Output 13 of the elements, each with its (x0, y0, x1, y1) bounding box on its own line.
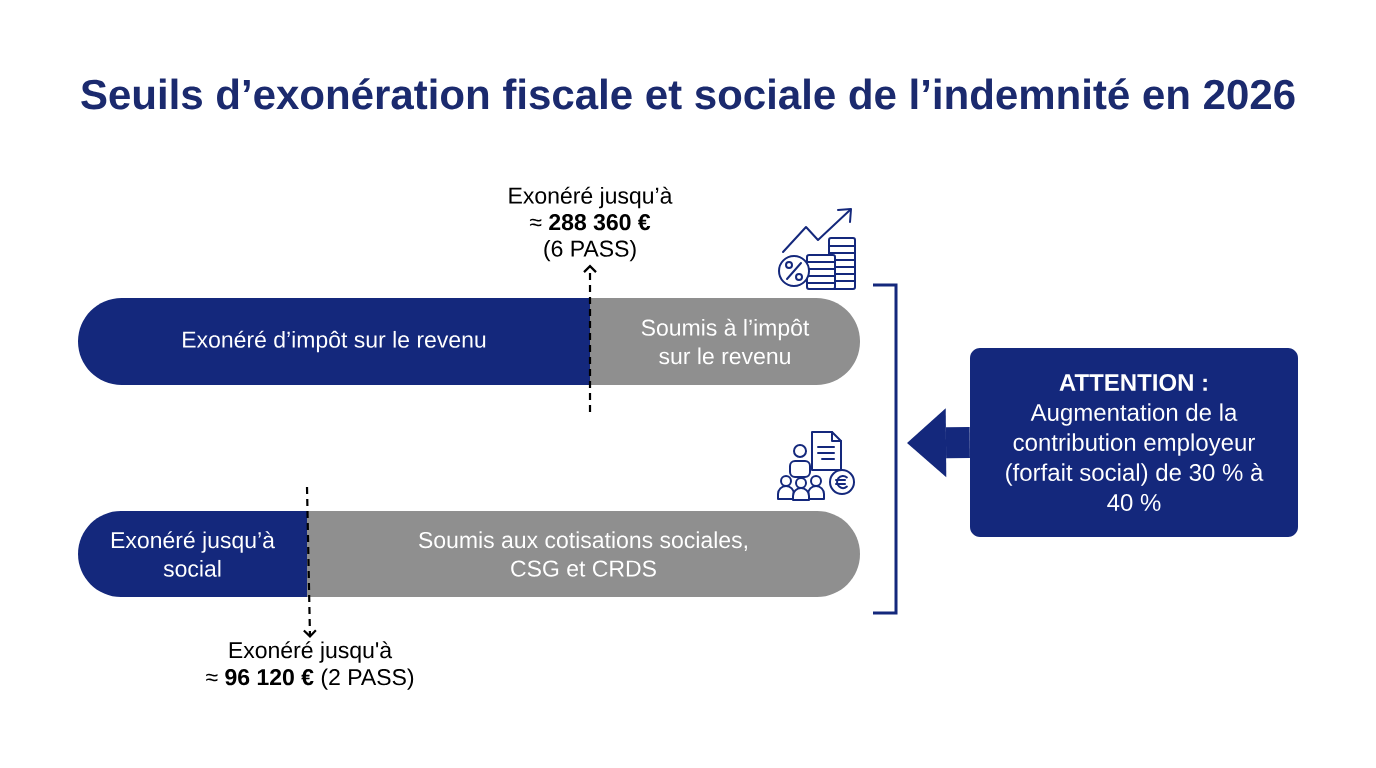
block-arrow (907, 408, 970, 478)
dashed-arrow (583, 264, 597, 412)
callout-text: Augmentation de la contribution employeur (forfait social) de 30 % à 40 % (1006, 403, 1264, 511)
bar-segment: Soumis aux cotisations sociales, CSG et CRDS (307, 511, 860, 597)
bar-segment: Exonéré jusqu’à social (78, 511, 307, 597)
threshold-label: Exonéré jusqu’à ≈ 288 360 € (6 PASS) (509, 186, 673, 262)
title: Seuils d’exonération fiscale et sociale de l’indemnité en 2026 (81, 78, 1295, 110)
bar-segment: Soumis à l’impôt sur le revenu (590, 298, 860, 385)
threshold-label: Exonéré jusqu'à ≈ 96 120 € (2 PASS) (206, 641, 414, 690)
dashed-arrow (303, 486, 317, 638)
bar-segment: Exonéré d’impôt sur le revenu (78, 298, 590, 385)
callout-heading: ATTENTION : (1059, 374, 1207, 391)
callout-box (970, 348, 1298, 537)
